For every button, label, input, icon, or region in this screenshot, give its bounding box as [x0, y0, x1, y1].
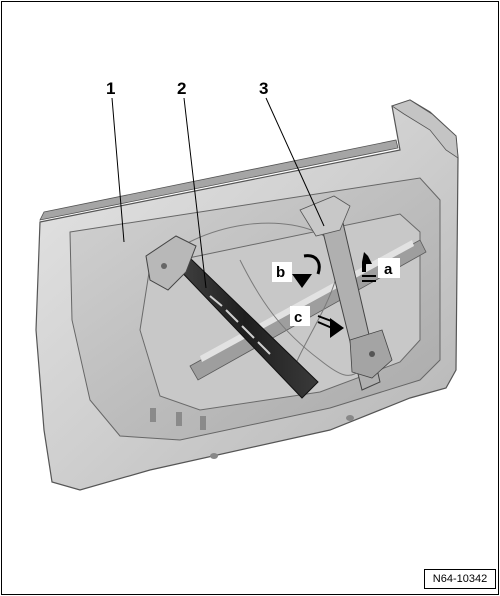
rear-bracket-bolt — [369, 351, 375, 357]
window-frame-top — [39, 139, 399, 221]
leader-line-1 — [111, 97, 125, 243]
motion-label-a-box — [378, 258, 400, 278]
motion-arrow-a — [362, 252, 376, 282]
front-rail-bracket — [145, 235, 197, 291]
motion-label-c: c — [294, 309, 302, 326]
motion-arrow-b — [292, 254, 321, 288]
mounting-slot — [200, 416, 206, 430]
motion-label-b: b — [276, 264, 285, 281]
motion-label-a: a — [384, 261, 393, 278]
leader-line-2 — [183, 97, 207, 289]
mounting-slot — [150, 408, 156, 422]
callout-2: 2 — [177, 79, 186, 98]
motion-label-b-box — [272, 262, 292, 282]
window-frame-post — [391, 99, 459, 159]
callout-3: 3 — [259, 79, 268, 98]
drain-hole — [210, 453, 218, 459]
regulator-cable-2 — [239, 259, 361, 376]
bracket-bolt — [161, 263, 167, 269]
motion-arrow-c — [317, 315, 344, 338]
motion-label-c-box — [290, 306, 310, 326]
rear-rail-upper-bracket — [299, 195, 351, 237]
leader-line-3 — [265, 97, 325, 227]
callout-1: 1 — [106, 79, 115, 98]
mounting-slot — [176, 412, 182, 426]
drain-hole — [346, 415, 354, 421]
figure-reference: N64-10342 — [424, 569, 496, 589]
front-guide-rail-slots — [209, 295, 271, 355]
